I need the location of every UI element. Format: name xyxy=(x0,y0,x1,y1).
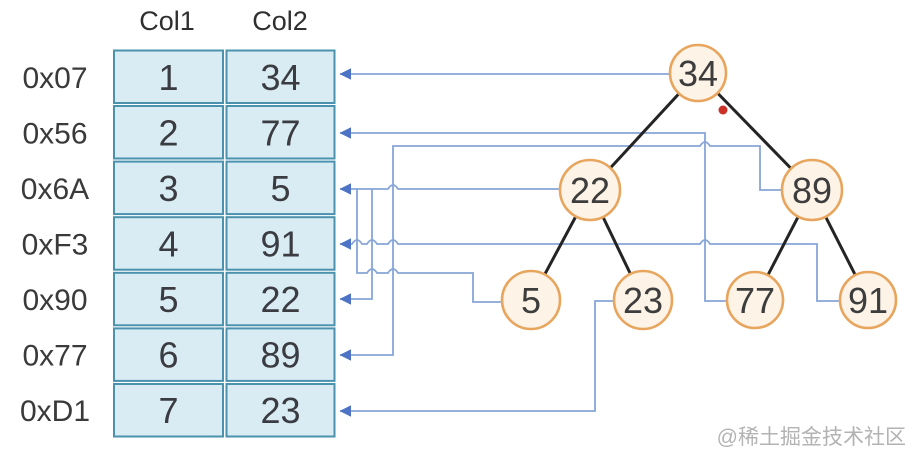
table-cell xyxy=(113,383,224,438)
tree-node-label: 22 xyxy=(570,170,610,211)
table-cell xyxy=(225,383,336,438)
tree-node-label: 77 xyxy=(735,280,775,321)
table-cell xyxy=(113,160,224,216)
table-cell xyxy=(225,216,336,271)
cell-value: 2 xyxy=(158,113,178,154)
table-cell xyxy=(225,271,336,327)
cell-value: 4 xyxy=(158,224,178,265)
table-cell xyxy=(113,49,224,104)
cell-value: 91 xyxy=(260,224,300,265)
cell-value: 22 xyxy=(260,279,300,320)
cell-value: 23 xyxy=(260,390,300,431)
cell-value: 7 xyxy=(158,390,178,431)
table-cell xyxy=(225,160,336,216)
tree-node-89 xyxy=(780,158,844,222)
red-dot xyxy=(718,105,728,115)
cell-value: 77 xyxy=(260,113,300,154)
tree-node-5 xyxy=(500,269,562,331)
connector-branch-to-node-5 xyxy=(356,189,503,303)
connector-23-to-0xD1 xyxy=(339,300,614,417)
row-address-label: 0xD1 xyxy=(20,395,90,428)
tree-node-label: 34 xyxy=(678,53,718,94)
cell-value: 3 xyxy=(158,168,178,209)
tree-node-77 xyxy=(725,270,785,330)
column-header: Col1 xyxy=(139,6,195,36)
connector-branch-to-0x90 xyxy=(339,189,373,305)
cell-value: 34 xyxy=(260,57,300,98)
row-address-label: 0x07 xyxy=(22,62,87,95)
watermark: @稀土掘金技术社区 xyxy=(717,426,906,449)
connector-77-to-0x56 xyxy=(339,127,727,302)
cell-value: 1 xyxy=(158,57,178,98)
table-cell xyxy=(225,49,336,104)
tree-node-34 xyxy=(668,43,728,103)
table-cell xyxy=(225,105,336,160)
connector-89-to-0x77 xyxy=(339,141,782,361)
tree-node-22 xyxy=(558,158,622,222)
tree-node-23 xyxy=(612,269,674,331)
row-address-label: 0x6A xyxy=(21,173,89,206)
table-cell xyxy=(225,327,336,382)
cell-value: 5 xyxy=(270,168,290,209)
memory-table: Col1 Col2 0x07 1 34 0x56 2 77 0x6A 3 5 0… xyxy=(20,6,336,438)
cell-value: 89 xyxy=(260,335,300,376)
cell-value: 5 xyxy=(158,279,178,320)
table-cell xyxy=(113,271,224,327)
row-address-label: 0x56 xyxy=(22,118,87,151)
table-cell xyxy=(113,105,224,160)
table-cell xyxy=(113,216,224,271)
row-address-label: 0xF3 xyxy=(22,229,89,262)
tree-nodes: 34 22 89 5 23 77 91 xyxy=(500,43,898,331)
tree-node-label: 5 xyxy=(521,280,541,321)
row-address-label: 0x90 xyxy=(22,284,87,317)
cell-value: 6 xyxy=(158,335,178,376)
table-cell xyxy=(113,327,224,382)
connectors xyxy=(339,68,840,417)
tree-node-label: 89 xyxy=(792,170,832,211)
connector-22-to-0x6A-line xyxy=(339,183,562,195)
tree-node-label: 91 xyxy=(848,280,888,321)
tree-node-91 xyxy=(838,270,898,330)
connector-91-to-0xF3 xyxy=(339,238,840,302)
tree-node-label: 23 xyxy=(623,280,663,321)
column-header: Col2 xyxy=(252,6,308,36)
row-address-label: 0x77 xyxy=(22,340,87,373)
